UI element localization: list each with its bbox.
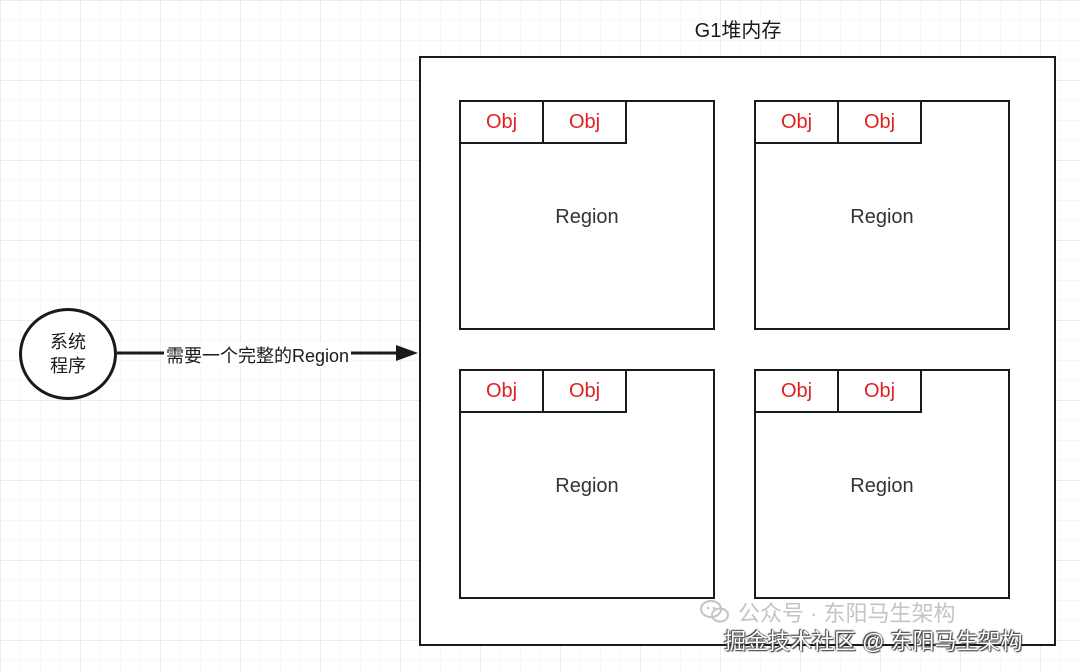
arrowhead [396,345,418,361]
region-box: Obj Obj Region [754,100,1010,330]
region-box: Obj Obj Region [459,369,715,599]
region-box: Obj Obj Region [459,100,715,330]
watermark-text-1: 公众号 · 东阳马生架构 [738,601,956,626]
heap-title: G1堆内存 [694,20,782,42]
system-label-line1: 系统 [50,332,86,352]
region-box: Obj Obj Region [754,369,1010,599]
region-label: Region [555,475,619,497]
watermark-wechat: 公众号 · 东阳马生架构 [700,596,956,628]
system-label-line2: 程序 [50,356,86,376]
obj-cell: Obj [837,100,922,144]
watermark-text-2: 掘金技术社区 @ 东阳马生架构 [724,629,1023,654]
region-label: Region [555,206,619,228]
obj-cell: Obj [459,369,544,413]
obj-cell: Obj [754,100,839,144]
obj-cell: Obj [542,369,627,413]
region-label: Region [850,475,914,497]
obj-cell: Obj [837,369,922,413]
system-program-node: 系统 程序 [19,308,117,400]
wechat-icon [700,599,730,625]
region-label: Region [850,206,914,228]
obj-cell: Obj [542,100,627,144]
arrow-label: 需要一个完整的Region [164,342,352,368]
obj-cell: Obj [754,369,839,413]
